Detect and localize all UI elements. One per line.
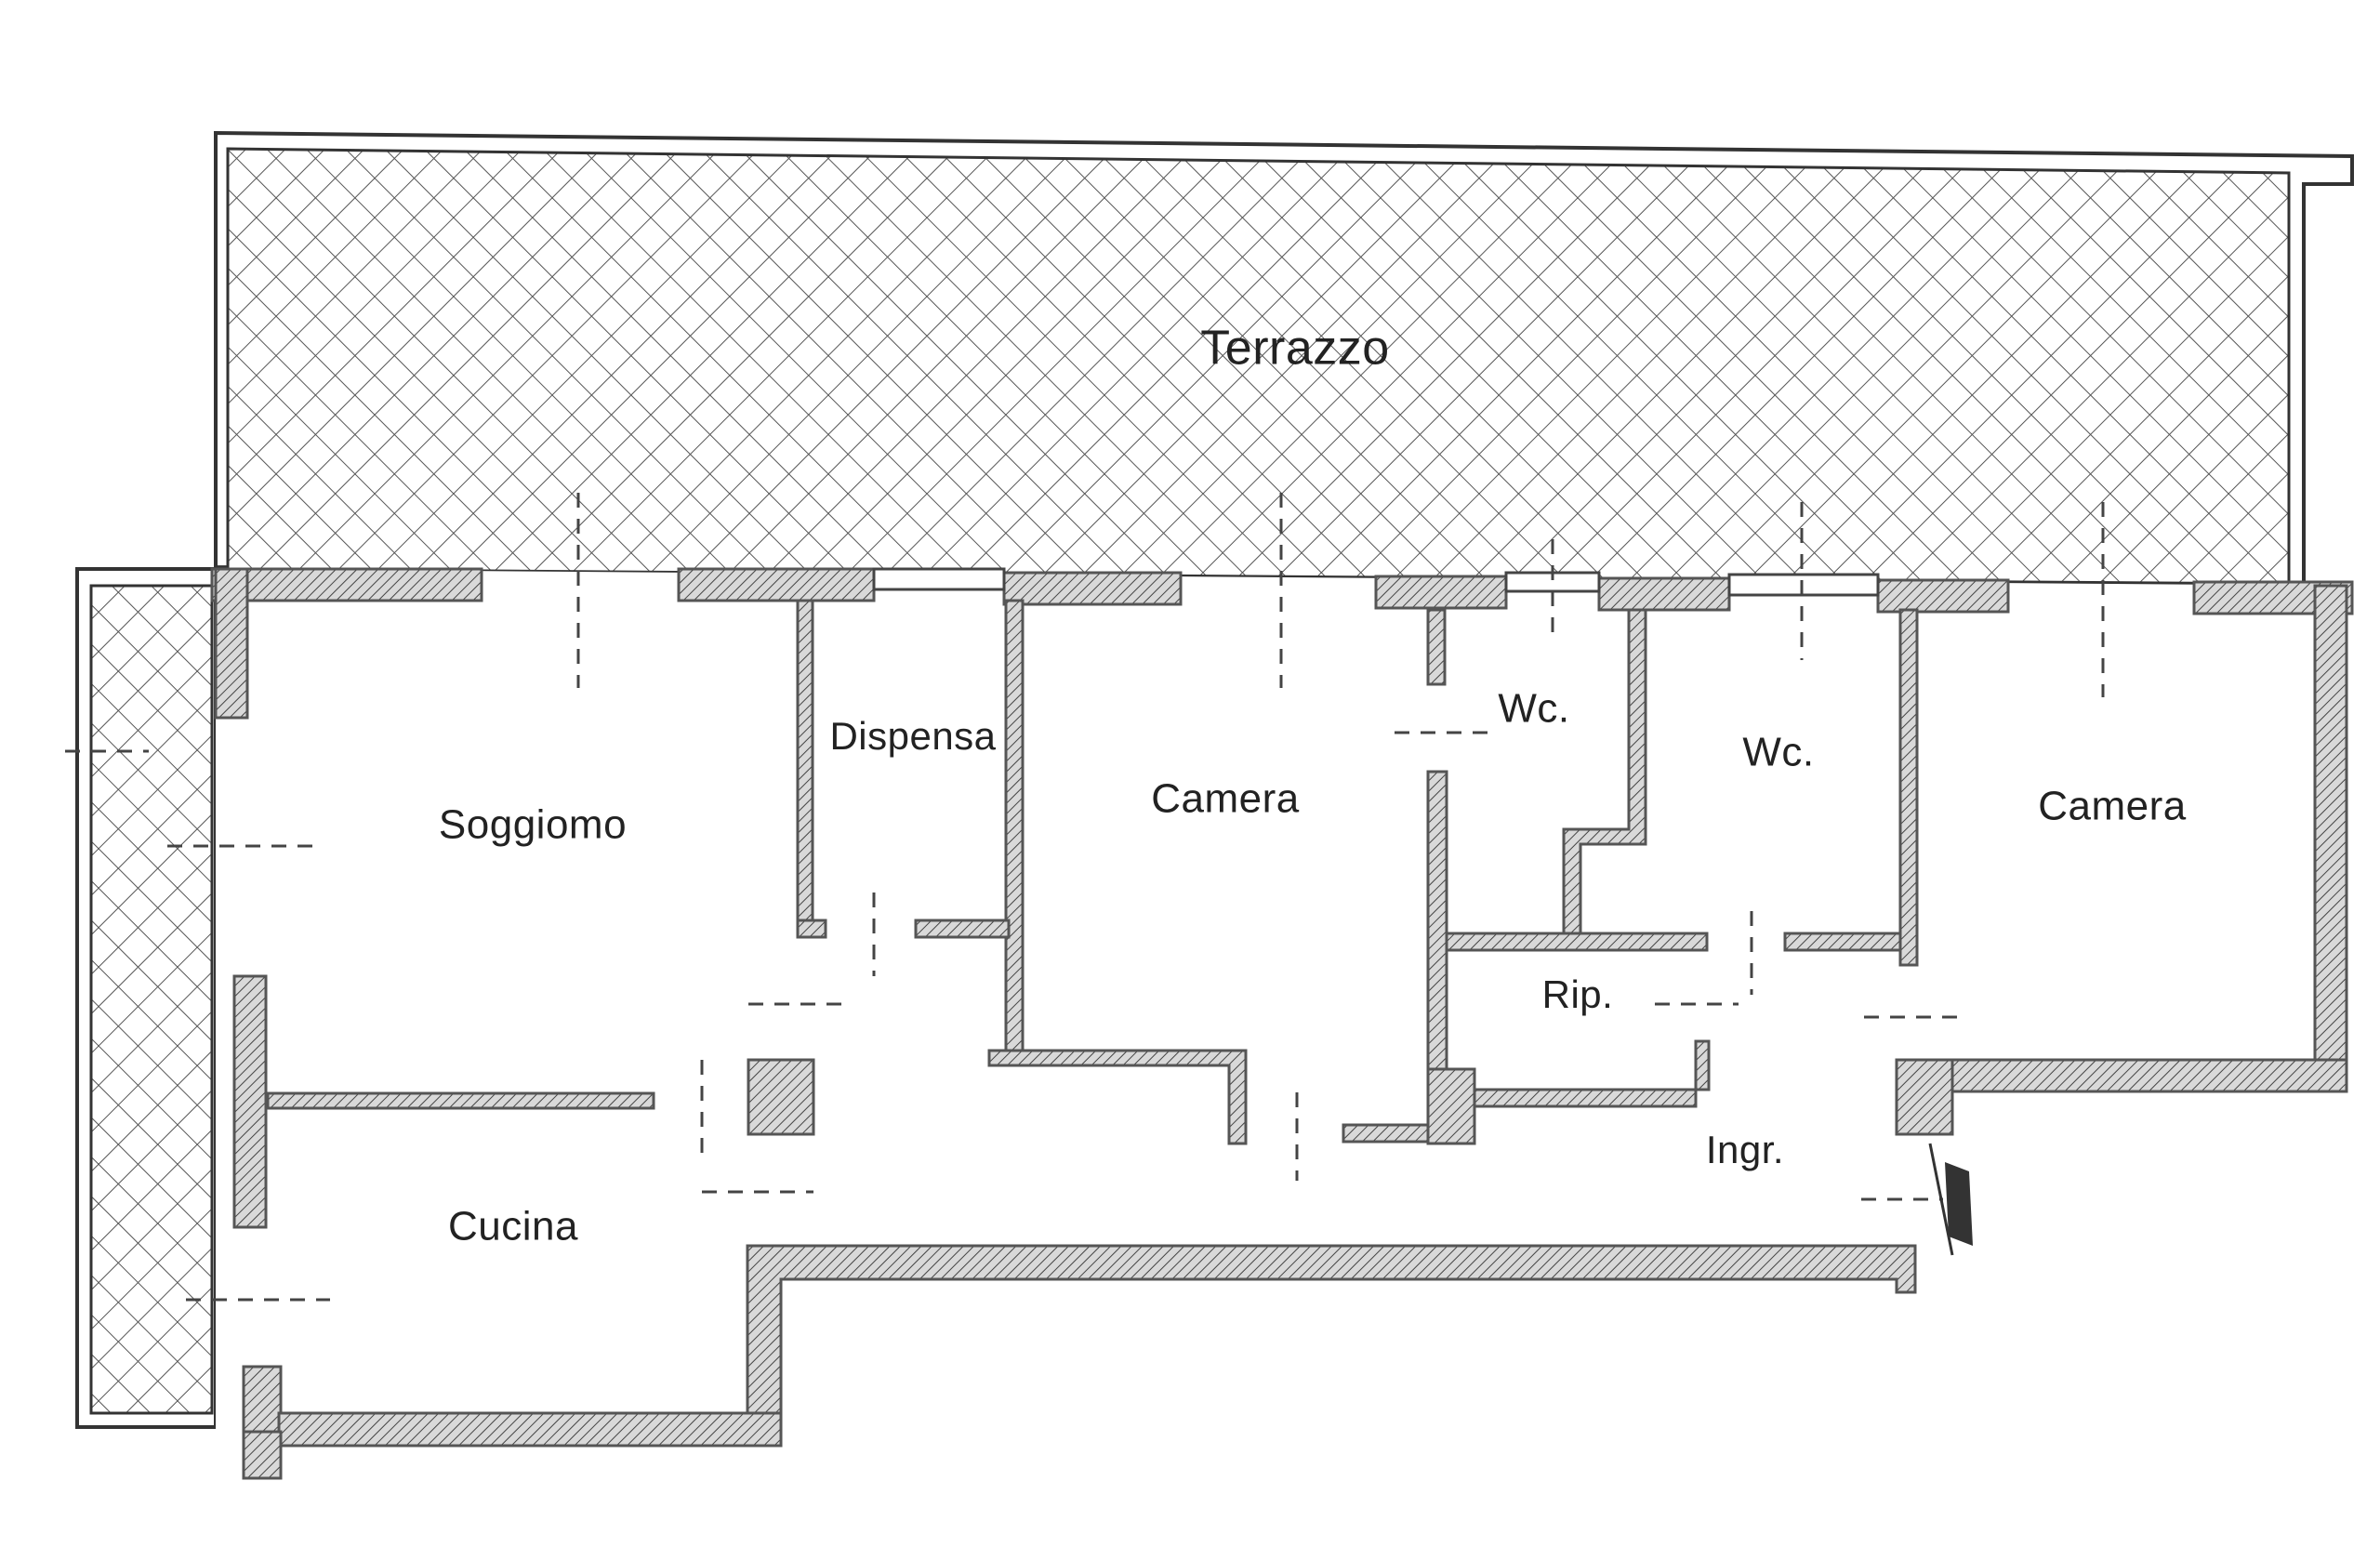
label-cucina: Cucina <box>448 1204 578 1250</box>
window-dispensa <box>872 567 1006 591</box>
entrance-door <box>1928 1143 1973 1256</box>
label-ingr: Ingr. <box>1706 1128 1784 1171</box>
label-soggiorno: Soggiomo <box>439 802 627 848</box>
outer-walls <box>210 567 2354 1480</box>
terrace-left <box>75 567 218 1429</box>
label-rip: Rip. <box>1542 972 1614 1016</box>
door-lines <box>65 493 2105 1302</box>
label-camera-2: Camera <box>2038 784 2187 829</box>
window-wc-2 <box>1727 573 1880 597</box>
label-dispensa: Dispensa <box>829 714 996 758</box>
label-wc-1: Wc. <box>1498 686 1569 732</box>
label-wc-2: Wc. <box>1742 730 1814 775</box>
room-labels: Terrazzo Soggiomo Dispensa Camera Wc. Wc… <box>439 322 2187 1250</box>
interior-walls <box>266 599 1919 1145</box>
label-camera-1: Camera <box>1151 776 1300 822</box>
label-terrazzo: Terrazzo <box>1200 322 1389 376</box>
apartment-floor <box>216 569 2352 1478</box>
